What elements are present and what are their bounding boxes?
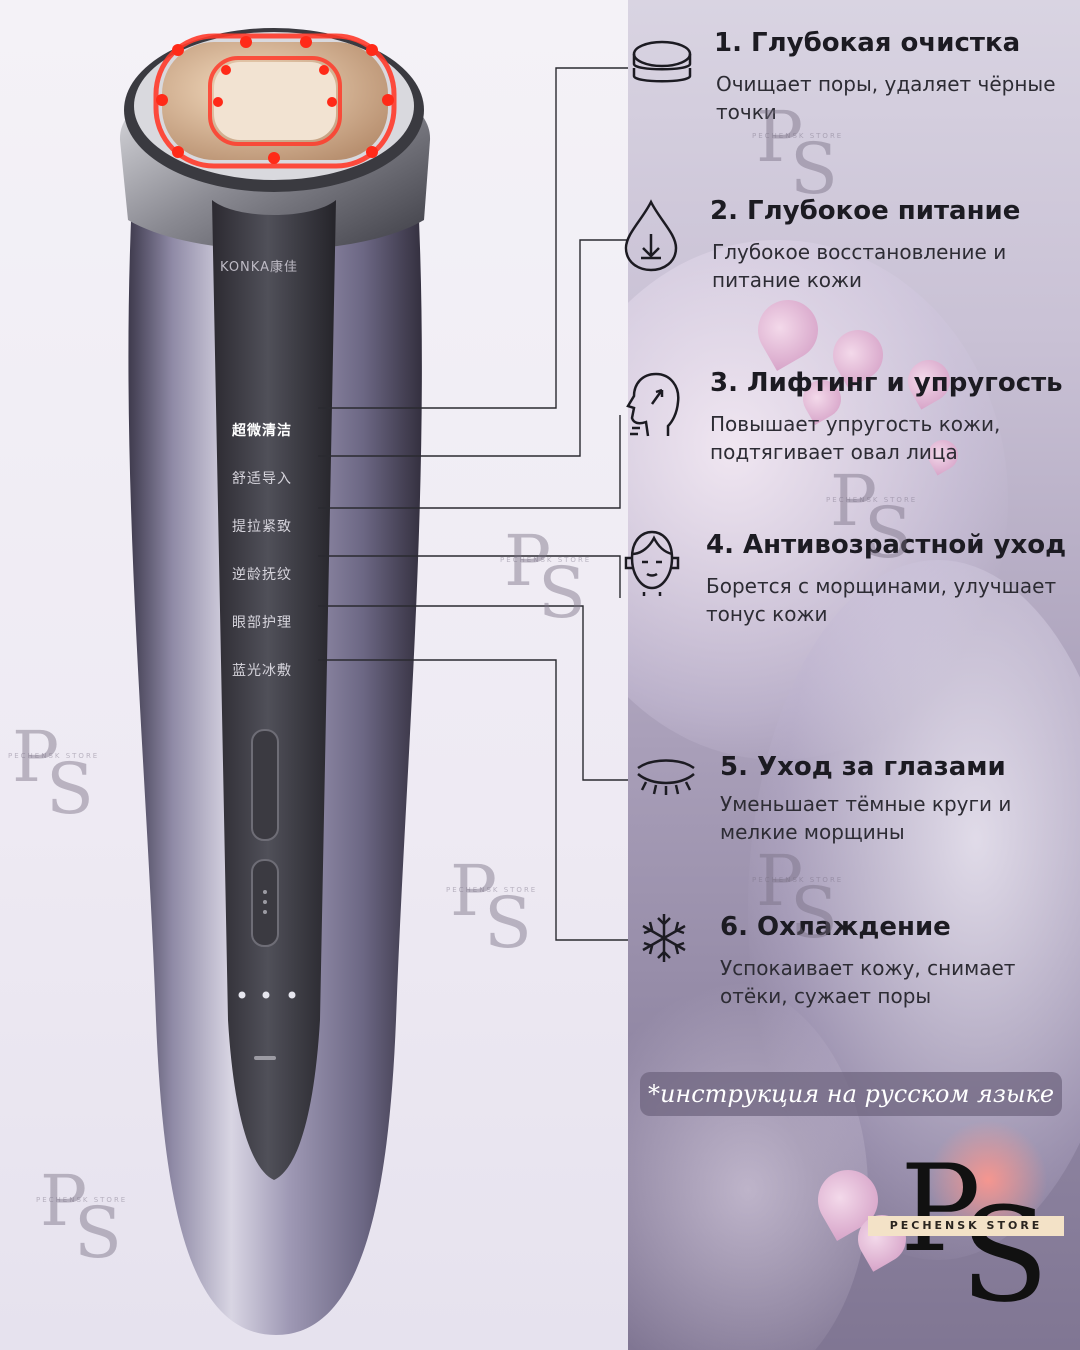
device-mode-label: 逆龄抚纹 bbox=[232, 567, 292, 583]
feature-description: Борется с морщинами, улучшает тонус кожи bbox=[706, 574, 1057, 626]
device-mode-label: 蓝光冰敷 bbox=[232, 663, 292, 679]
feature-title: 2. Глубокое питание bbox=[710, 196, 1021, 226]
right-background bbox=[628, 0, 1080, 1350]
snowflake-icon bbox=[642, 914, 686, 962]
feature-title: 3. Лифтинг и упругость bbox=[710, 368, 1063, 398]
device-mode-label: 超微清洁 bbox=[232, 423, 292, 439]
water-drop-icon bbox=[624, 199, 678, 272]
face-icon bbox=[624, 530, 680, 596]
face-lifting-icon bbox=[626, 372, 680, 437]
feature-title: 4. Антивозрастной уход bbox=[706, 530, 1067, 560]
feature-description: Повышает упругость кожи, подтягивает ова… bbox=[710, 412, 1001, 464]
beauty-device bbox=[106, 20, 444, 1340]
cleansing-discs-icon bbox=[632, 40, 692, 83]
device-mode-label: 舒适导入 bbox=[232, 471, 292, 487]
feature-title: 1. Глубокая очистка bbox=[714, 28, 1021, 58]
feature-description: Глубокое восстановление и питание кожи bbox=[712, 240, 1007, 292]
feature-title: 6. Охлаждение bbox=[720, 912, 951, 942]
store-logo: P S PECHENSK STORE bbox=[868, 1150, 1070, 1330]
device-body-graphic bbox=[119, 28, 431, 1335]
device-mode-label: 提拉紧致 bbox=[232, 519, 292, 535]
feature-description: Очищает поры, удаляет чёрные точки bbox=[716, 72, 1056, 124]
feature-title: 5. Уход за глазами bbox=[720, 752, 1006, 782]
closed-eye-icon bbox=[637, 759, 695, 795]
device-mode-label: 眼部护理 bbox=[232, 615, 292, 631]
feature-description: Уменьшает тёмные круги и мелкие морщины bbox=[720, 792, 1012, 844]
feature-description: Успокаивает кожу, снимает отёки, сужает … bbox=[720, 956, 1016, 1008]
device-brand: KONKA康佳 bbox=[220, 260, 298, 275]
instruction-note: *инструкция на русском языке bbox=[640, 1072, 1062, 1116]
